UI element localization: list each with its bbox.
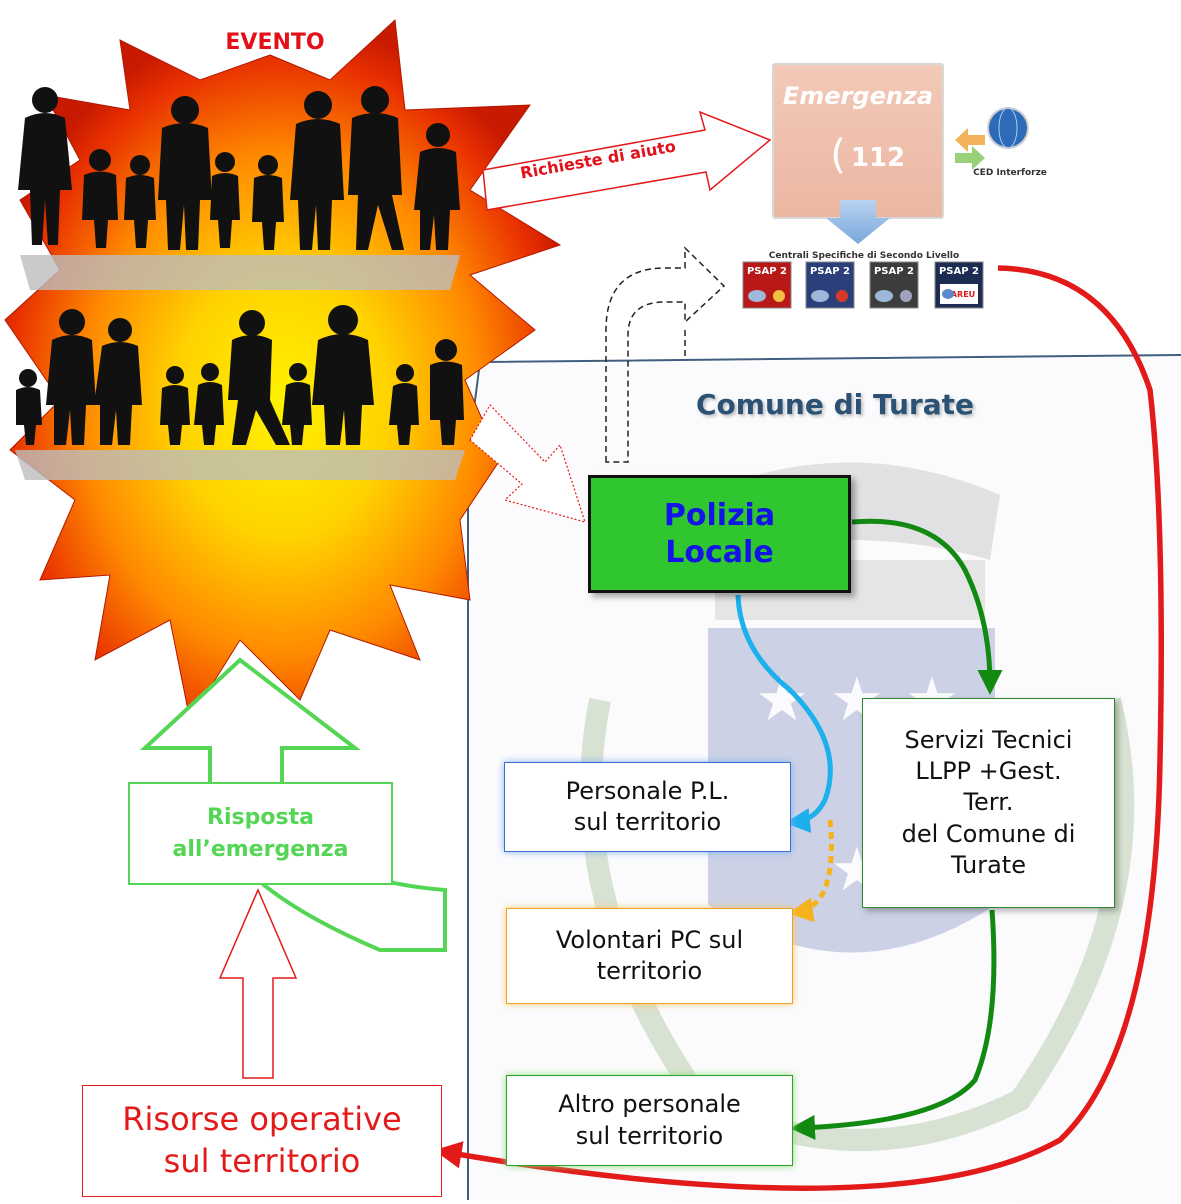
servizi-to-altro-arrow (790, 909, 997, 1140)
evento-label: EVENTO (225, 30, 325, 55)
polizia-to-personale-arrow (735, 594, 833, 833)
risposta-line-1: Risposta (207, 804, 314, 830)
phone-icon: ( (830, 132, 846, 178)
svg-text:PSAP 2: PSAP 2 (939, 266, 979, 277)
ced-interforze: CED Interforze (955, 107, 1047, 178)
emergenza-number: 112 (851, 143, 905, 173)
servizi-line-4: del Comune di (901, 819, 1076, 848)
psap-tile-2: PSAP 2 (805, 261, 855, 309)
personale-line-1: Personale P.L. (565, 776, 730, 805)
servizi-line-1: Servizi Tecnici (904, 726, 1073, 755)
altro-line-2: sul territorio (575, 1121, 724, 1150)
volontari-line-2: territorio (596, 957, 703, 985)
areu-label: AREU (951, 290, 975, 299)
crowd-top-row (18, 86, 460, 250)
down-arrow-icon (826, 200, 890, 244)
richieste-arrow (482, 110, 772, 211)
centrali-label: Centrali Specifiche di Secondo Livello (769, 251, 959, 261)
risposta-line-2: all’emergenza (172, 836, 349, 862)
psap-tile-4: PSAP 2 AREU (934, 261, 984, 309)
psap-to-risorse-arrow (434, 265, 1164, 1191)
personale-line-2: sul territorio (573, 808, 722, 836)
psap-group: Centrali Specifiche di Secondo Livello P… (742, 251, 984, 309)
servizi-tecnici-box: Servizi Tecnici LLPP +Gest. Terr. del Co… (862, 698, 1115, 908)
volontari-pc-box: Volontari PC sul territorio (506, 908, 793, 1004)
emergenza-label: Emergenza (783, 82, 933, 110)
emergenza-panel: Emergenza ( 112 (772, 63, 944, 244)
servizi-line-5: Turate (951, 850, 1026, 879)
polizia-to-psap-dashed-arrow (605, 246, 726, 463)
evento-to-polizia-arrow (469, 404, 586, 523)
crowd-bottom-row (16, 305, 464, 445)
servizi-line-2: LLPP +Gest. (915, 757, 1062, 786)
risorse-line-2: sul territorio (163, 1142, 361, 1180)
polizia-line-2: Locale (665, 535, 774, 570)
polizia-line-1: Polizia (663, 497, 776, 533)
psap-tile-1: PSAP 2 (742, 261, 792, 309)
altro-personale-box: Altro personale sul territorio (506, 1075, 793, 1166)
personale-pl-box: Personale P.L. sul territorio (504, 762, 791, 852)
polizia-locale-box: Polizia Locale (588, 475, 851, 593)
psap-tile-3: PSAP 2 (869, 261, 919, 309)
polizia-to-servizi-arrow (851, 518, 1003, 695)
svg-text:PSAP 2: PSAP 2 (874, 266, 914, 277)
risorse-up-arrow (218, 888, 298, 1079)
crowd-reflections (15, 255, 465, 480)
crowd-silhouettes (15, 86, 465, 480)
risorse-line-1: Risorse operative (122, 1100, 402, 1139)
svg-text:PSAP 2: PSAP 2 (810, 266, 850, 277)
volontari-line-1: Volontari PC sul (555, 925, 744, 954)
svg-text:PSAP 2: PSAP 2 (747, 266, 787, 277)
ced-label: CED Interforze (973, 168, 1047, 178)
risposta-emergenza-box: Risposta all’emergenza (128, 782, 393, 885)
altro-line-1: Altro personale (558, 1090, 741, 1119)
comune-title: Comune di Turate (696, 388, 974, 421)
servizi-line-3: Terr. (963, 788, 1014, 817)
risorse-operative-box: Risorse operative sul territorio (82, 1085, 442, 1197)
globe-icon (987, 107, 1029, 149)
personale-to-volontari-arrow (788, 819, 834, 923)
